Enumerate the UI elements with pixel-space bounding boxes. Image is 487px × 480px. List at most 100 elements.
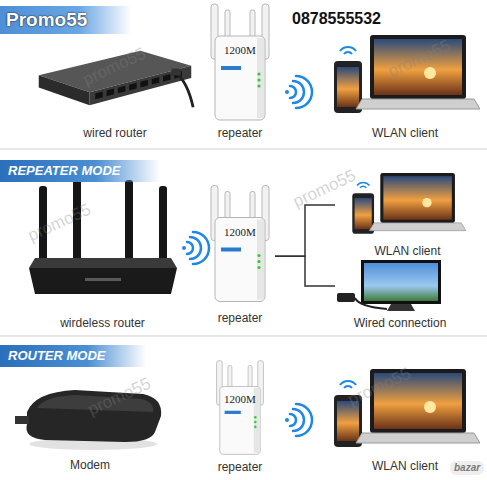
phone-screen: [355, 198, 372, 229]
wifi-arc: [290, 414, 296, 426]
mode-heading: ROUTER MODE: [0, 345, 146, 367]
device-label: repeater: [218, 126, 263, 140]
laptop-frame: [380, 173, 455, 223]
status-led: [257, 78, 260, 81]
mode-heading: Promo55: [0, 6, 131, 34]
led-strip: [85, 278, 121, 281]
status-led: [257, 260, 260, 263]
device-label: repeater: [218, 460, 263, 474]
repeater-body: [215, 218, 265, 302]
repeater-body: [220, 386, 260, 454]
device-node: 1200Mrepeater: [205, 2, 275, 140]
laptop-base: [356, 99, 480, 109]
wifi-arc: [340, 47, 356, 51]
ethernet-port: [129, 83, 137, 91]
wifi-arc: [340, 381, 356, 385]
device-label: wired router: [83, 126, 146, 140]
device-label: Modem: [70, 458, 110, 472]
device-node: 1200M repeater: [205, 359, 275, 474]
wifi-dot: [182, 246, 186, 250]
device-label: WLAN client: [372, 459, 438, 473]
repeater-side: [257, 38, 264, 118]
wifi-arc: [293, 409, 304, 431]
device-node: Wired connection: [335, 260, 465, 330]
device-illustration: [205, 2, 275, 122]
antenna: [125, 180, 133, 262]
router-top: [29, 258, 177, 268]
brand-mark: [221, 66, 241, 70]
wifi-arc: [187, 242, 193, 254]
monitor-stand: [387, 304, 415, 311]
device-label: Wired connection: [354, 316, 447, 330]
device-illustration: [25, 180, 180, 312]
device-label: wirdeless router: [60, 316, 145, 330]
dongle: [337, 293, 355, 302]
device-node: wirdeless router: [25, 180, 180, 330]
laptop-frame: [370, 35, 466, 99]
sun: [422, 198, 431, 207]
model-number: 1200M: [224, 226, 256, 239]
device-node: WLAN client: [330, 30, 480, 140]
status-led: [257, 266, 260, 269]
monitor-frame: [361, 260, 441, 304]
status-led: [257, 72, 260, 75]
mode-heading: REPEATER MODE: [0, 160, 160, 182]
panel-divider: [0, 336, 487, 337]
antenna: [159, 186, 167, 266]
wifi-arc: [296, 404, 312, 436]
wired-link: [275, 205, 335, 256]
wifi-arc: [293, 81, 304, 103]
repeater-body: [215, 36, 265, 120]
laptop-base: [356, 433, 480, 443]
wifi-arc: [344, 386, 352, 388]
phone-screen: [337, 67, 359, 107]
device-node: wired router: [35, 35, 195, 140]
wifi-arc: [344, 52, 352, 54]
device-label: WLAN client: [372, 126, 438, 140]
ethernet-port: [118, 86, 126, 94]
wifi-signal: [285, 404, 312, 436]
laptop-base: [369, 223, 465, 231]
phone-number: 0878555532: [292, 9, 381, 28]
mode-panel: ROUTER MODE Modem 1200M repeater WLAN client: [0, 337, 487, 480]
panel-divider: [0, 149, 487, 150]
router-side: [39, 75, 90, 105]
cable: [355, 298, 387, 309]
wifi-arc: [193, 232, 209, 264]
wired-link: [275, 256, 335, 286]
ethernet-port: [163, 74, 171, 82]
wifi-signal: [285, 76, 312, 108]
brand-mark: [225, 411, 241, 414]
cable-plug: [15, 416, 29, 424]
device-illustration: [205, 180, 275, 307]
mode-panel: Promo55 wired router 1200MrepeaterWLAN cli…: [0, 0, 487, 148]
status-led: [254, 426, 257, 429]
repeater-side: [257, 220, 264, 300]
status-led: [257, 84, 260, 87]
wifi-arc: [296, 76, 312, 108]
device-node: 1200Mrepeater: [205, 180, 275, 325]
sun: [424, 401, 436, 413]
wifi-arc: [290, 86, 296, 98]
wifi-dot: [285, 90, 289, 94]
brand-mark: [221, 248, 241, 252]
device-illustration: [205, 359, 275, 456]
ethernet-port: [107, 89, 115, 97]
wifi-dot: [285, 418, 289, 422]
ethernet-port: [152, 77, 160, 85]
ethernet-port: [95, 92, 103, 100]
site-logo: bazar: [450, 461, 484, 475]
device-illustration: [35, 35, 195, 122]
laptop-screen: [383, 176, 451, 220]
status-led: [257, 254, 260, 257]
wifi-arc: [360, 186, 366, 188]
ethernet-cable: [176, 73, 193, 107]
monitor-screen: [364, 263, 438, 301]
wifi-arc: [190, 237, 201, 259]
model-number: 1200M: [224, 393, 256, 406]
mode-panel: REPEATER MODE wirdeless router 1200Mrepeat…: [0, 150, 487, 336]
device-illustration: [335, 260, 465, 312]
ethernet-port: [140, 80, 148, 88]
wifi-signal: [182, 232, 209, 264]
